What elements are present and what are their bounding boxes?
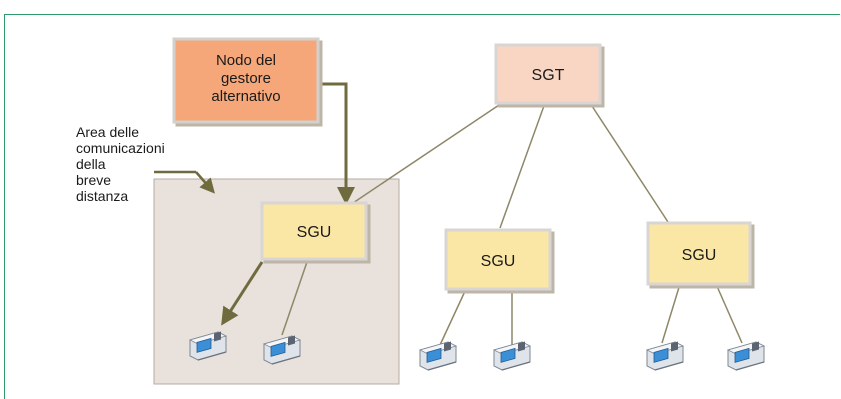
sgu-middle-node: SGU	[444, 228, 552, 291]
sgu-local-node: SGU	[260, 201, 368, 261]
link-sgu-middle-terminal-1	[439, 288, 467, 346]
arrow-caption-to-area-head	[195, 171, 215, 194]
links	[281, 102, 743, 346]
area-caption: Area delle comunicazioni della breve dis…	[76, 124, 216, 204]
sgu-local-label: SGU	[297, 224, 332, 241]
alternative-operator-node: Nodo del gestore alternativo	[172, 37, 320, 124]
alternative-node-line2: gestore	[221, 70, 271, 87]
terminal-device-icon	[727, 340, 765, 371]
diagram-frame	[4, 14, 840, 399]
sgt-label: SGT	[532, 67, 565, 84]
link-sgt-sgu-right	[589, 102, 669, 223]
terminal-device-icon	[419, 340, 457, 371]
terminal-device-icon	[493, 340, 531, 371]
link-sgt-sgu-local	[349, 102, 503, 206]
arrow-alternative-to-sgu	[318, 82, 355, 205]
area-caption-line: distanza	[76, 188, 129, 204]
alternative-node-line1: Nodo del	[216, 52, 276, 69]
sgu-right-label: SGU	[682, 247, 717, 264]
terminal-device-icon	[646, 340, 684, 371]
arrow-sgu-to-terminal	[221, 261, 264, 326]
link-sgu-right-terminal-1	[661, 283, 681, 344]
area-caption-line: comunicazioni	[76, 140, 165, 156]
area-caption-line: Area delle	[76, 124, 140, 140]
sgu-right-node: SGU	[646, 221, 752, 286]
area-caption-line: breve	[76, 172, 112, 188]
link-sgt-sgu-middle	[499, 102, 546, 229]
area-caption-line: della	[76, 156, 106, 172]
sgu-middle-label: SGU	[481, 253, 516, 270]
link-sgu-right-terminal-2	[715, 283, 743, 344]
sgt-node: SGT	[494, 43, 602, 105]
link-sgu-local-terminal-2	[281, 258, 309, 336]
alternative-node-line3: alternativo	[211, 88, 280, 105]
arrows	[154, 82, 355, 326]
